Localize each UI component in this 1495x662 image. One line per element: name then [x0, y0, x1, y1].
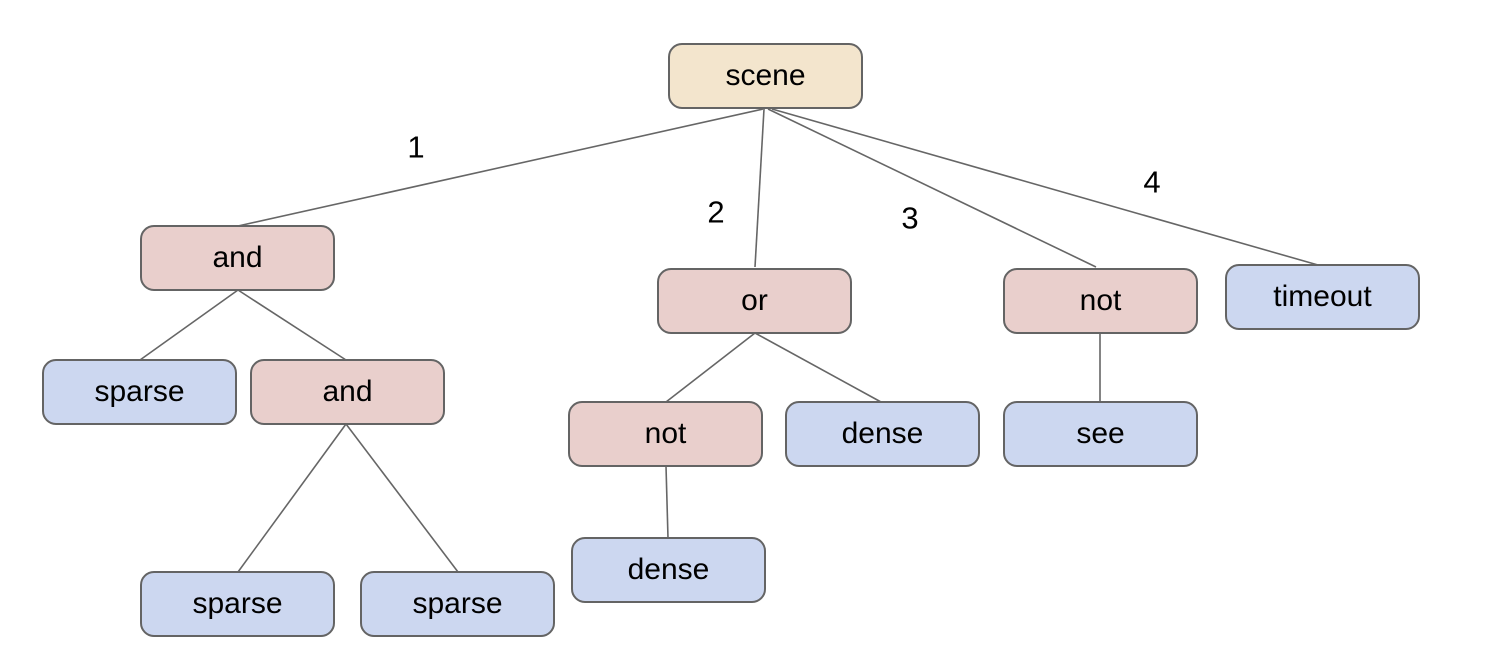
edge-label-4: 4: [1143, 164, 1161, 200]
edge-scene-or: [754, 108, 765, 268]
edge-and2-sparse2: [237, 423, 347, 573]
node-not-2: not: [568, 401, 763, 467]
node-and-2: and: [250, 359, 445, 425]
edge-label-3: 3: [901, 200, 919, 236]
node-dense-1: dense: [785, 401, 980, 467]
edge-and2-sparse3: [345, 423, 459, 573]
edge-and-and: [237, 289, 347, 361]
edge-scene-not: [767, 108, 1097, 268]
edge-scene-and: [237, 108, 764, 227]
edge-and-sparse: [139, 289, 239, 361]
node-and-1: and: [140, 225, 335, 291]
node-or-1: or: [657, 268, 852, 334]
node-timeout: timeout: [1225, 264, 1420, 330]
node-sparse-3: sparse: [360, 571, 555, 637]
node-sparse-1: sparse: [42, 359, 237, 425]
node-scene: scene: [668, 43, 863, 109]
edge-label-2: 2: [707, 194, 725, 230]
edge-or-not: [665, 332, 756, 403]
edge-scene-timeout: [771, 108, 1319, 266]
node-dense-2: dense: [571, 537, 766, 603]
edge-not2-dense2: [665, 465, 669, 539]
node-sparse-2: sparse: [140, 571, 335, 637]
edge-or-dense: [754, 332, 882, 403]
edge-label-1: 1: [407, 129, 425, 165]
node-see: see: [1003, 401, 1198, 467]
node-not-1: not: [1003, 268, 1198, 334]
